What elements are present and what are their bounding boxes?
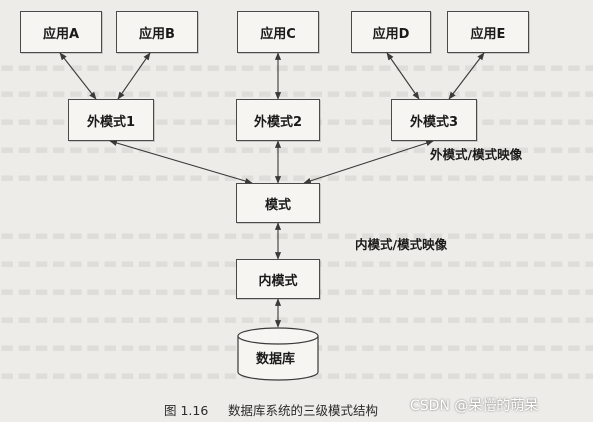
app-d-node: 应用D — [351, 11, 431, 53]
external-schema-mapping-label: 外模式/模式映像 — [430, 147, 523, 162]
app-c-node: 应用C — [237, 11, 319, 53]
app-a-node: 应用A — [20, 11, 102, 53]
database-label: 数据库 — [256, 352, 296, 367]
edge-app-d-external-3 — [386, 52, 420, 100]
figure-number: 图 1.16 — [164, 403, 209, 418]
external-schema-1-node: 外模式1 — [68, 99, 154, 141]
edge-app-a-external-1 — [59, 52, 97, 100]
database-cylinder — [237, 327, 319, 381]
show-through-text: ▬▬▬▬▬▬▬▬▬▬▬▬▬▬▬▬▬▬▬▬▬▬▬▬▬▬▬▬▬▬▬▬▬▬▬▬▬▬▬▬… — [0, 310, 593, 328]
external-schema-3-node: 外模式3 — [391, 99, 477, 141]
edge-app-e-external-3 — [448, 52, 485, 100]
figure-title: 数据库系统的三级模式结构 — [228, 403, 379, 418]
internal-schema-mapping-label: 内模式/模式映像 — [355, 237, 448, 252]
edge-app-b-external-1 — [117, 52, 151, 100]
edge-external-1-schema — [109, 140, 253, 184]
show-through-text: ▬▬▬▬▬▬▬▬▬▬▬▬▬▬▬▬▬▬▬▬▬▬▬▬▬▬▬▬▬▬▬▬▬▬▬▬▬▬▬▬… — [0, 226, 593, 244]
schema-node: 模式 — [236, 183, 320, 223]
internal-schema-node: 内模式 — [236, 259, 320, 299]
edge-external-3-schema — [303, 140, 434, 184]
app-e-node: 应用E — [447, 11, 529, 53]
app-b-node: 应用B — [116, 11, 198, 53]
external-schema-2-node: 外模式2 — [236, 99, 320, 141]
watermark-text: CSDN @呆懵的萌呆 — [410, 398, 539, 414]
